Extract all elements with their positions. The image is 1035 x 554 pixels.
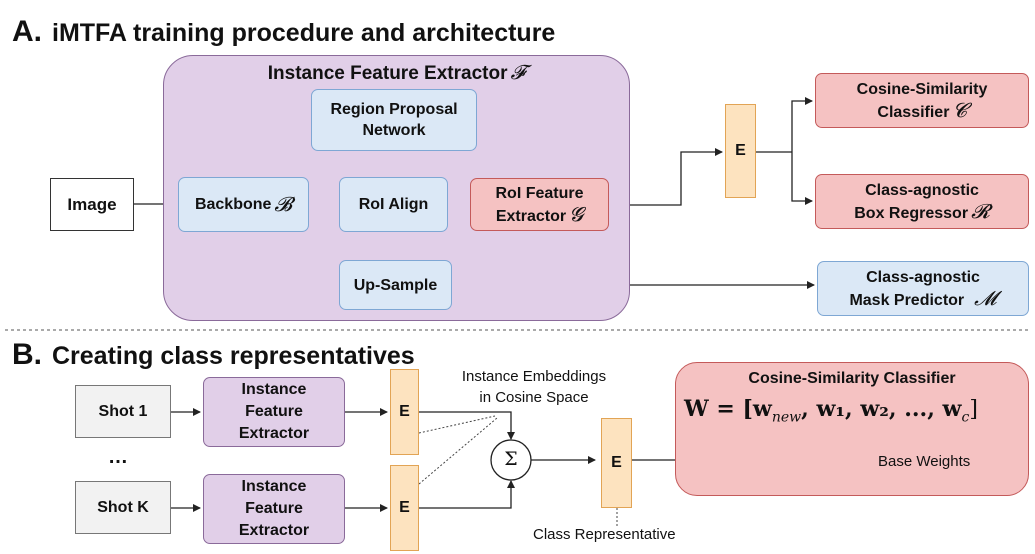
ifek-label-3: Extractor <box>238 522 310 539</box>
mask-label-2: Mask Predictor <box>849 291 965 309</box>
base-weights-label: Base Weights <box>878 453 970 470</box>
class-representative-e-box: E <box>601 418 632 508</box>
cosine-classifier-panel-title: Cosine-Similarity Classifier <box>675 370 1029 388</box>
section-a-title: A. iMTFA training procedure and architect… <box>12 15 555 49</box>
embedding-e-box-k: E <box>390 465 419 551</box>
embedding-e-box-1: E <box>390 369 419 455</box>
sum-text: Σ <box>504 448 518 470</box>
roi-feat-label-1: RoI Feature <box>495 184 584 202</box>
ifek-label-2: Feature <box>245 500 303 517</box>
formula-rest: , w₁, w₂, ..., w <box>801 396 962 422</box>
ife1-label-3: Extractor <box>238 425 310 442</box>
ellipsis-text: … <box>108 446 128 468</box>
dotted-embed-2 <box>418 417 498 485</box>
class-rep-text: Class Representative <box>533 526 676 543</box>
ife-box-k: Instance Feature Extractor <box>203 474 345 544</box>
section-a-letter: A. <box>12 15 42 48</box>
mask-label-1: Class-agnostic <box>866 268 980 286</box>
sum-symbol: Σ <box>491 448 531 470</box>
formula-lhs: W = [ <box>684 396 753 422</box>
roi-feat-label-2: Extractor <box>495 207 567 225</box>
section-b-letter: B. <box>12 338 42 371</box>
section-b-title-text: Creating class representatives <box>52 342 415 370</box>
e-label-rep: E <box>611 454 622 471</box>
arrow-roifeat-e <box>609 148 723 206</box>
shot-1-label: Shot 1 <box>98 403 148 420</box>
arrow-e-cosine <box>791 97 813 152</box>
cos-panel-title-text: Cosine-Similarity Classifier <box>748 370 956 387</box>
roi-align-label: RoI Align <box>358 196 429 213</box>
embedding-e-box-a: E <box>725 104 756 198</box>
boxreg-symbol: 𝓡 <box>971 198 990 223</box>
rpn-label-2: Network <box>362 122 426 139</box>
shot-k-label: Shot K <box>97 499 149 516</box>
class-representative-label: Class Representative <box>533 526 676 543</box>
formula-close: ] <box>969 397 978 422</box>
formula-new-sub: new <box>771 409 802 426</box>
ife1-label-2: Feature <box>245 403 303 420</box>
roi-align-box: RoI Align <box>339 177 448 232</box>
mask-predictor-box: Class-agnostic Mask Predictor 𝓜 <box>817 261 1029 316</box>
formula-w-new: w <box>752 396 772 422</box>
e-label-b1: E <box>399 403 410 420</box>
shot-ellipsis: … <box>108 446 128 469</box>
image-label: Image <box>67 195 117 214</box>
rpn-box: Region Proposal Network <box>311 89 477 151</box>
rpn-label-1: Region Proposal <box>330 101 458 118</box>
image-box: Image <box>50 178 134 231</box>
cosine-label-2: Classifier <box>877 103 950 121</box>
extractor-symbol: 𝓕 <box>510 60 526 84</box>
shot-k-box: Shot K <box>75 481 171 534</box>
arrow-e-boxreg <box>791 152 813 205</box>
ife-box-1: Instance Feature Extractor <box>203 377 345 447</box>
e-label-a: E <box>735 142 746 159</box>
upsample-label: Up-Sample <box>353 276 438 294</box>
cosine-label-1: Cosine-Similarity <box>856 80 988 98</box>
embed-label-2: in Cosine Space <box>479 389 589 406</box>
roi-feat-symbol: 𝓖 <box>569 201 584 226</box>
boxreg-label-1: Class-agnostic <box>865 181 979 199</box>
arrow-e1-sum <box>419 411 515 440</box>
dotted-embed-1 <box>418 415 496 434</box>
cosine-symbol: 𝓒 <box>952 97 967 122</box>
e-label-bk: E <box>399 499 410 516</box>
embed-label-1: Instance Embeddings <box>461 368 607 385</box>
upsample-box: Up-Sample <box>339 260 452 310</box>
instance-embeddings-label: Instance Embeddings in Cosine Space <box>436 366 632 408</box>
formula-c-sub: c <box>961 409 970 426</box>
section-a-title-text: iMTFA training procedure and architectur… <box>52 19 556 47</box>
ife1-label-1: Instance <box>241 381 307 398</box>
base-weights-text: Base Weights <box>878 453 971 470</box>
extractor-title-text: Instance Feature Extractor <box>267 63 508 84</box>
ifek-label-1: Instance <box>241 478 307 495</box>
backbone-symbol: 𝓑 <box>274 192 293 216</box>
boxreg-label-2: Box Regressor <box>854 204 969 222</box>
backbone-label: Backbone <box>194 196 272 213</box>
arrow-ek-sum <box>419 480 515 509</box>
shot-1-box: Shot 1 <box>75 385 171 438</box>
cosine-classifier-panel <box>675 362 1029 496</box>
section-b-title: B. Creating class representatives <box>12 338 415 372</box>
weights-formula: W = [wnew, w₁, w₂, ..., wc] <box>684 396 1024 425</box>
mask-symbol: 𝓜 <box>974 285 997 310</box>
